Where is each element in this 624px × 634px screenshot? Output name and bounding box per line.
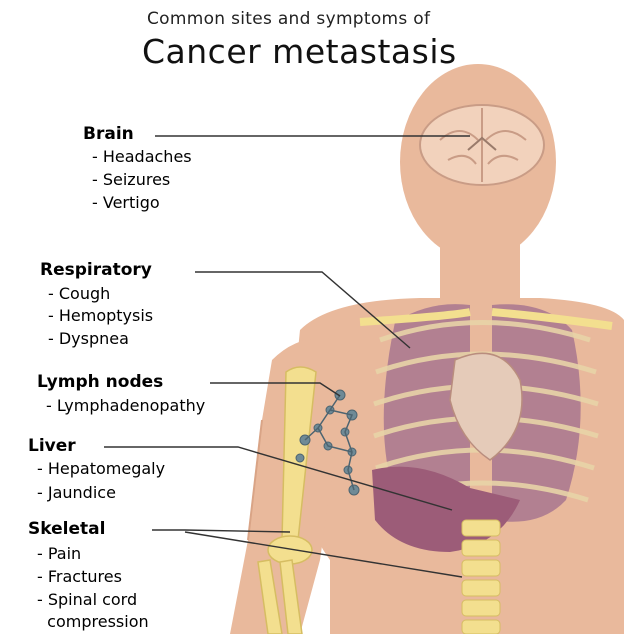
symptom-compression: compression	[37, 611, 149, 634]
site-label-skeletal: Skeletal	[28, 519, 105, 539]
symptom-fractures: - Fractures	[37, 566, 122, 589]
symptom-lymphadenopathy: - Lymphadenopathy	[46, 395, 205, 418]
symptom-hemoptysis: - Hemoptysis	[48, 305, 153, 328]
symptom-vertigo: - Vertigo	[92, 192, 160, 215]
symptom-pain: - Pain	[37, 543, 81, 566]
brain-organ	[420, 105, 544, 185]
symptom-cough: - Cough	[48, 283, 110, 306]
site-label-lymph-nodes: Lymph nodes	[37, 372, 163, 392]
symptom-spinal-cord: - Spinal cord	[37, 589, 137, 612]
site-label-liver: Liver	[28, 436, 76, 456]
diagram-title: Cancer metastasis	[142, 32, 457, 71]
site-label-respiratory: Respiratory	[40, 260, 152, 280]
diagram-subtitle: Common sites and symptoms of	[147, 9, 430, 29]
symptom-dyspnea: - Dyspnea	[48, 328, 129, 351]
symptom-jaundice: - Jaundice	[37, 482, 116, 505]
symptom-hepatomegaly: - Hepatomegaly	[37, 458, 165, 481]
site-label-brain: Brain	[83, 124, 134, 144]
symptom-seizures: - Seizures	[92, 169, 170, 192]
symptom-headaches: - Headaches	[92, 146, 192, 169]
